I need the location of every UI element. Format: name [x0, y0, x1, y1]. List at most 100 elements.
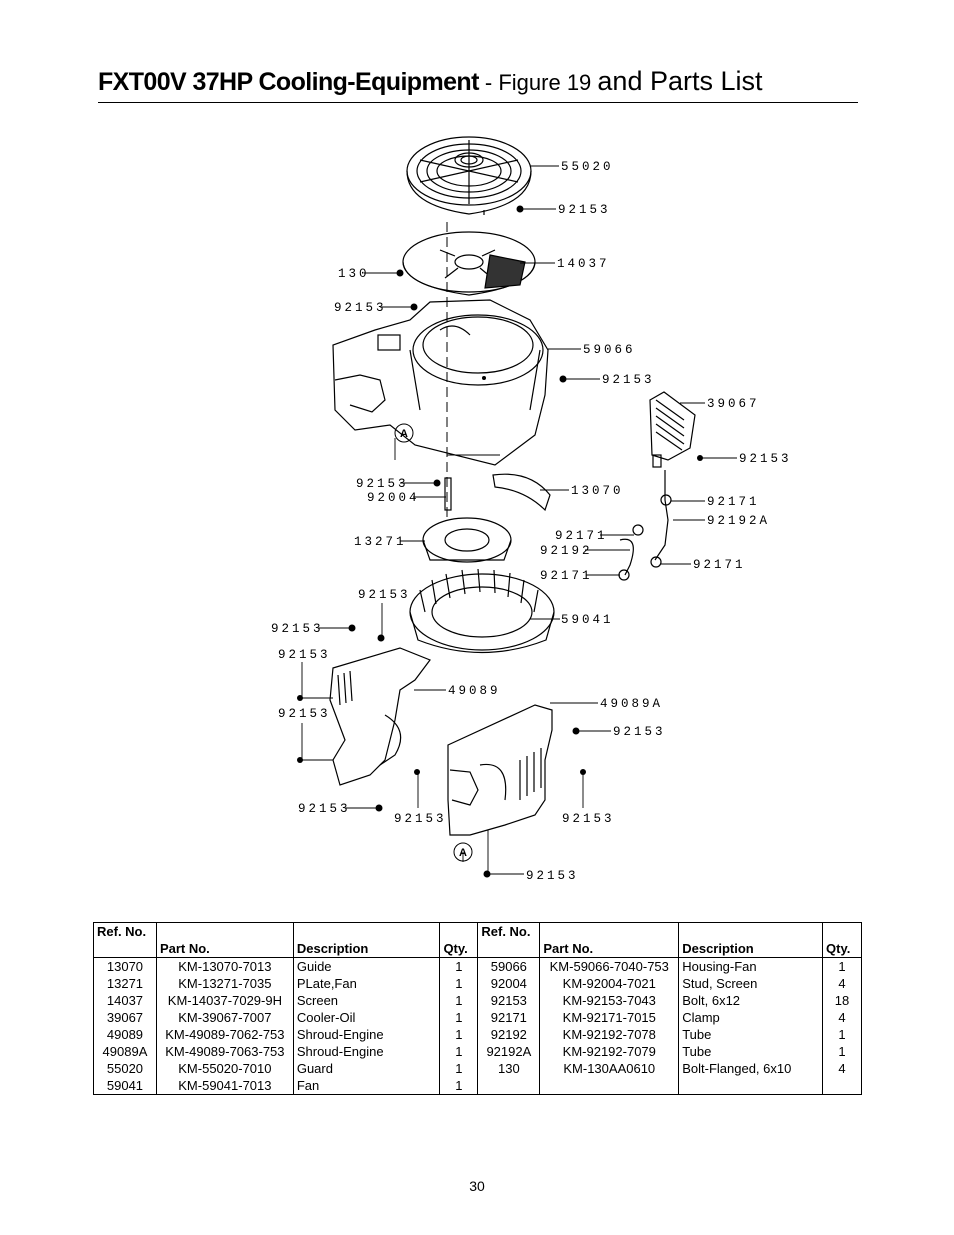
- callout-92153: 92153: [562, 812, 615, 826]
- table-cell-ref: 92153: [477, 992, 541, 1009]
- parts-list-table: Ref. No. Ref. No. Part No. Description Q…: [93, 922, 862, 1095]
- table-cell-ref: 92171: [477, 1009, 541, 1026]
- fastener-markers: [297, 205, 703, 878]
- table-cell-desc: Bolt, 6x12: [678, 992, 823, 1009]
- callout-92153: 92153: [358, 588, 411, 602]
- callout-92171: 92171: [707, 495, 760, 509]
- title-parts-list: and Parts List: [597, 66, 763, 96]
- oil-tube-illustration: [618, 470, 672, 581]
- callout-130: 130: [338, 267, 370, 281]
- table-cell-desc: Tube: [678, 1043, 823, 1060]
- table-cell-ref: 55020: [93, 1060, 157, 1077]
- table-cell-qty: 1: [822, 1043, 862, 1060]
- table-cell-part: KM-49089-7063-753: [155, 1043, 294, 1060]
- exploded-parts-diagram: A A 55020 92153 14037 130 92153 59066 92…: [271, 136, 792, 883]
- mark-a-bottom: A: [459, 847, 467, 859]
- header-ref-no: Ref. No.: [93, 922, 157, 940]
- header-part-no: Part No.: [539, 940, 680, 958]
- title-figure: - Figure 19: [478, 70, 598, 95]
- callout-55020: 55020: [561, 160, 614, 174]
- callout-39067: 39067: [707, 397, 760, 411]
- oil-cooler-illustration: [649, 391, 696, 468]
- page-number: 30: [469, 1178, 485, 1194]
- table-cell-ref: 13070: [93, 957, 157, 975]
- table-cell-qty: 1: [822, 1026, 862, 1043]
- table-cell-part: KM-39067-7007: [155, 1009, 294, 1026]
- callout-59041: 59041: [561, 613, 614, 627]
- table-cell-part: KM-92171-7015: [539, 1009, 680, 1026]
- guide-illustration: [492, 473, 551, 512]
- table-cell-ref: 59041: [93, 1077, 157, 1095]
- header-qty: Qty.: [439, 940, 479, 958]
- callout-92171: 92171: [540, 569, 593, 583]
- reference-mark-a: A A: [394, 423, 473, 862]
- callout-92192: 92192: [540, 544, 593, 558]
- callout-92153: 92153: [278, 707, 331, 721]
- fan-housing-illustration: [332, 299, 549, 466]
- table-cell-part: KM-14037-7029-9H: [155, 992, 294, 1009]
- stud-illustration: [444, 477, 452, 511]
- table-header-row-1: Ref. No. Ref. No.: [93, 922, 862, 940]
- table-cell-part: KM-92192-7079: [539, 1043, 680, 1060]
- table-cell-part: [539, 1077, 680, 1095]
- table-cell-desc: Bolt-Flanged, 6x10: [678, 1060, 823, 1077]
- header-description: Description: [678, 940, 823, 958]
- fan-illustration: [409, 568, 555, 654]
- callout-92153: 92153: [334, 301, 387, 315]
- table-header-row-2: Part No. Description Qty. Part No. Descr…: [93, 940, 862, 958]
- table-cell-part: KM-59066-7040-753: [539, 957, 680, 975]
- table-cell-part: KM-59041-7013: [155, 1077, 294, 1095]
- callout-92153: 92153: [356, 477, 409, 491]
- table-cell-qty: 4: [822, 1060, 862, 1077]
- table-cell-desc: Clamp: [678, 1009, 823, 1026]
- callout-92171: 92171: [555, 529, 608, 543]
- header-ref-no: Ref. No.: [477, 922, 541, 940]
- callout-92153: 92153: [298, 802, 351, 816]
- callout-92153: 92153: [739, 452, 792, 466]
- callout-92153: 92153: [526, 869, 579, 883]
- table-cell-part: KM-13070-7013: [155, 957, 294, 975]
- table-cell-ref: 14037: [93, 992, 157, 1009]
- table-cell-qty: 1: [439, 1077, 479, 1095]
- table-cell-part: KM-92004-7021: [539, 975, 680, 992]
- table-cell-ref: 92004: [477, 975, 541, 992]
- callout-13271: 13271: [354, 535, 407, 549]
- header-qty: Qty.: [822, 940, 862, 958]
- table-cell-ref: 59066: [477, 957, 541, 975]
- fan-plate-illustration: [422, 517, 512, 563]
- table-cell-ref: 49089A: [93, 1043, 157, 1060]
- table-cell-desc: Housing-Fan: [678, 957, 823, 975]
- table-cell-part: KM-55020-7010: [155, 1060, 294, 1077]
- table-cell-desc: Stud, Screen: [678, 975, 823, 992]
- table-cell-part: KM-13271-7035: [155, 975, 294, 992]
- table-cell-qty: [822, 1077, 862, 1095]
- callout-92192a: 92192A: [707, 514, 770, 528]
- table-cell-qty: 1: [439, 1060, 479, 1077]
- table-cell-ref: 130: [477, 1060, 541, 1077]
- table-cell-qty: 1: [439, 1009, 479, 1026]
- table-cell-part: KM-92192-7078: [539, 1026, 680, 1043]
- table-cell-part: KM-49089-7062-753: [155, 1026, 294, 1043]
- table-cell-ref: 49089: [93, 1026, 157, 1043]
- table-cell-qty: 18: [822, 992, 862, 1009]
- callout-49089a: 49089A: [600, 697, 663, 711]
- title-bold: FXT00V 37HP Cooling-Equipment: [98, 68, 479, 96]
- table-cell-desc: Screen: [292, 992, 441, 1009]
- screen-illustration: [402, 231, 536, 296]
- shroud-left-illustration: [329, 647, 431, 786]
- table-cell-desc: Shroud-Engine: [292, 1026, 441, 1043]
- table-cell-qty: 1: [439, 975, 479, 992]
- callout-92171: 92171: [693, 558, 746, 572]
- table-cell-part: KM-92153-7043: [539, 992, 680, 1009]
- callout-92153: 92153: [558, 203, 611, 217]
- callout-92153: 92153: [613, 725, 666, 739]
- header-description: Description: [292, 940, 441, 958]
- callout-labels: 55020 92153 14037 130 92153 59066 92153 …: [271, 160, 792, 883]
